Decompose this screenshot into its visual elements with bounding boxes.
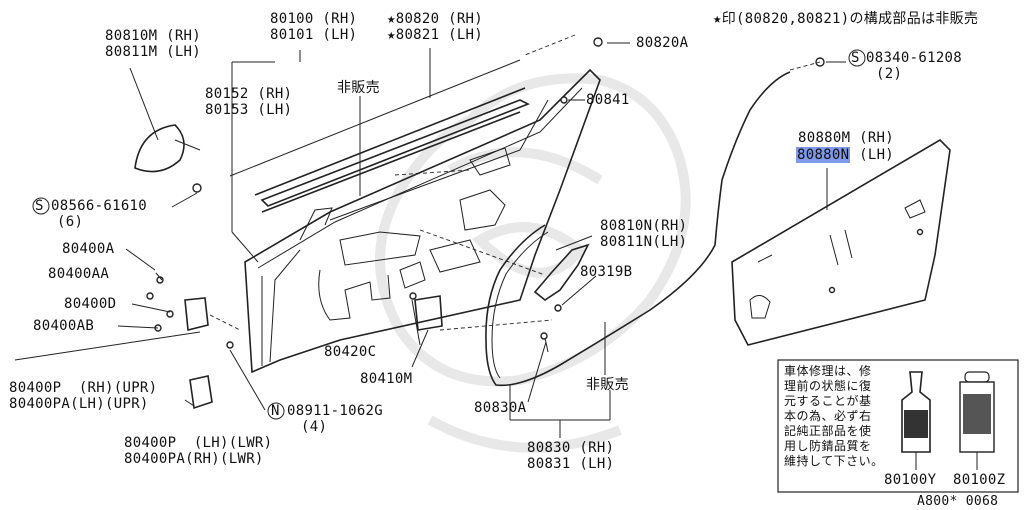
star-note: ★印(80820,80821)の構成部品は非販売 bbox=[713, 11, 979, 27]
spray-can-icon bbox=[959, 371, 995, 470]
label-80400A: 80400A bbox=[62, 241, 115, 257]
label-80830A: 80830A bbox=[474, 400, 527, 416]
label-80810M: 80810M (RH) 80811M (LH) bbox=[105, 28, 202, 60]
weatherstrip-80830-drawing bbox=[485, 71, 791, 387]
clip-80830A-icon bbox=[540, 332, 548, 340]
sealant-tube-icon bbox=[901, 371, 931, 470]
nut-08911-icon bbox=[226, 341, 234, 349]
label-80100Z: 80100Z bbox=[953, 472, 1006, 488]
label-80880M: 80880M (RH) bbox=[798, 130, 895, 146]
label-80400D: 80400D bbox=[64, 296, 117, 312]
label-08340: 08340-61208 (2) bbox=[866, 50, 963, 82]
label-80420C: 80420C bbox=[324, 344, 377, 360]
label-08911: 08911-1062G (4) bbox=[287, 403, 384, 435]
label-80400AB: 80400AB bbox=[33, 318, 95, 334]
circle-s-label-08566: S bbox=[35, 198, 44, 214]
mirror-drawing bbox=[134, 124, 201, 173]
label-80830: 80830 (RH) 80831 (LH) bbox=[527, 440, 615, 472]
label-80100: 80100 (RH) 80101 (LH) bbox=[270, 11, 358, 43]
drawing-number: A800* 0068 bbox=[917, 494, 999, 509]
label-80820: ★80820 (RH) ★80821 (LH) bbox=[387, 11, 484, 43]
label-80880N: 80880N (LH) bbox=[796, 147, 895, 163]
hinge-lower-drawing bbox=[189, 375, 213, 410]
fastener-80820A-icon bbox=[593, 37, 603, 47]
label-not-for-sale-top: 非販売 bbox=[337, 80, 380, 96]
label-08566: 08566-61610 (6) bbox=[51, 198, 148, 230]
clip-80841-icon bbox=[560, 96, 568, 104]
repair-note-text: 車体修理は、修 理前の状態に復 元することが基 本の為、必ず右 記純正部品を使 … bbox=[784, 364, 884, 468]
circle-s-label-08340: S bbox=[851, 50, 860, 66]
circle-s-08566-icon bbox=[32, 197, 50, 215]
hinge-upper-drawing bbox=[146, 276, 209, 332]
label-80400P-upper: 80400P (RH)(UPR) 80400PA(LH)(UPR) bbox=[9, 380, 158, 412]
clip-80319B-icon bbox=[554, 304, 562, 312]
check-link-drawing bbox=[409, 292, 443, 331]
circle-n-08911-icon bbox=[267, 402, 285, 420]
label-not-for-sale-bottom: 非販売 bbox=[586, 377, 629, 393]
circle-s-08340-icon bbox=[848, 49, 866, 67]
label-80810N: 80810N(RH) 80811N(LH) bbox=[600, 218, 688, 250]
label-80100Y: 80100Y bbox=[884, 472, 937, 488]
label-80410M: 80410M bbox=[360, 371, 413, 387]
label-80400P-lower: 80400P (LH)(LWR) 80400PA(RH)(LWR) bbox=[124, 435, 273, 467]
label-80319B: 80319B bbox=[580, 264, 633, 280]
weatherstrip-80810N-drawing bbox=[533, 243, 590, 301]
door-shell-drawing bbox=[244, 68, 601, 374]
label-80820A: 80820A bbox=[636, 35, 689, 51]
watermark-emblem bbox=[375, 73, 691, 453]
leader-lines bbox=[14, 42, 846, 438]
label-80841: 80841 bbox=[586, 92, 630, 108]
door-trim-80880-drawing bbox=[731, 138, 951, 346]
label-80400AA: 80400AA bbox=[48, 266, 110, 282]
belt-moulding-drawing bbox=[229, 59, 530, 213]
screw-08566-icon bbox=[192, 183, 202, 193]
label-80152: 80152 (RH) 80153 (LH) bbox=[205, 86, 293, 118]
circle-n-label-08911: N bbox=[271, 403, 280, 419]
